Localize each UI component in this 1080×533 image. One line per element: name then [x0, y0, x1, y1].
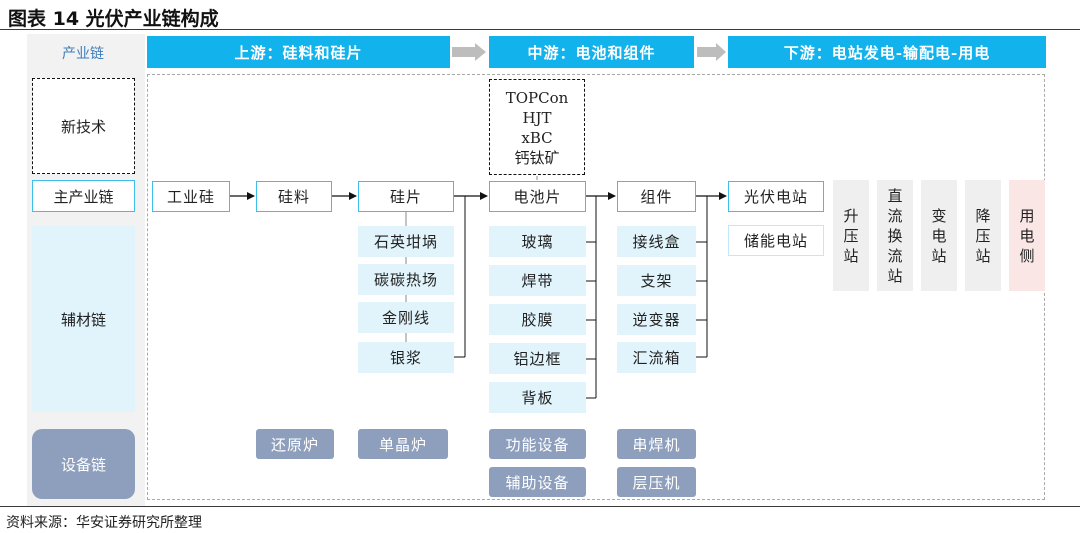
new-tech-topcon: TOPCon [505, 89, 569, 107]
aux-inverter: 逆变器 [617, 304, 696, 335]
node-wafer: 硅片 [358, 181, 454, 212]
aux-combiner-box: 汇流箱 [617, 342, 696, 373]
node-step-up-station: 升压站 [833, 180, 869, 291]
new-tech-box: TOPCon HJT xBC 钙钛矿 [489, 79, 585, 175]
aux-encapsulant: 胶膜 [489, 304, 586, 335]
node-step-down-station: 降压站 [965, 180, 1001, 291]
source-note: 资料来源：华安证券研究所整理 [6, 515, 202, 531]
new-tech-hjt: HJT [522, 109, 552, 127]
aux-ribbon: 焊带 [489, 265, 586, 296]
category-equipment-chain: 设备链 [32, 429, 135, 499]
node-cell: 电池片 [489, 181, 586, 212]
category-aux-chain: 辅材链 [32, 226, 135, 412]
top-rule [0, 29, 1080, 30]
bottom-rule [0, 506, 1080, 507]
category-header: 产业链 [62, 46, 104, 62]
node-dc-converter-station: 直流换流站 [877, 180, 913, 291]
aux-diamond-wire: 金刚线 [358, 302, 454, 333]
node-storage-station: 储能电站 [728, 225, 824, 256]
new-tech-perovskite: 钙钛矿 [514, 149, 560, 167]
aux-quartz-crucible: 石英坩埚 [358, 226, 454, 257]
equip-reduction-furnace: 还原炉 [256, 429, 334, 459]
aux-glass: 玻璃 [489, 226, 586, 257]
equip-auxiliary: 辅助设备 [489, 467, 586, 497]
node-substation: 变电站 [921, 180, 957, 291]
category-new-tech: 新技术 [32, 78, 135, 174]
aux-mounting: 支架 [617, 265, 696, 296]
node-industrial-silicon: 工业硅 [152, 181, 230, 212]
stage-midstream: 中游：电池和组件 [489, 36, 694, 68]
equip-stringer: 串焊机 [617, 429, 696, 459]
aux-carbon-thermal-field: 碳碳热场 [358, 264, 454, 295]
stage-upstream: 上游：硅料和硅片 [147, 36, 450, 68]
stage-downstream: 下游：电站发电-输配电-用电 [728, 36, 1046, 68]
new-tech-xbc: xBC [521, 129, 553, 147]
node-consumer-side: 用电侧 [1009, 180, 1045, 291]
equip-functional: 功能设备 [489, 429, 586, 459]
stage-arrow-1 [452, 43, 486, 61]
aux-backsheet: 背板 [489, 382, 586, 413]
aux-junction-box: 接线盒 [617, 226, 696, 257]
category-main-chain: 主产业链 [32, 180, 135, 212]
equip-laminator: 层压机 [617, 467, 696, 497]
node-pv-station: 光伏电站 [728, 181, 824, 212]
equip-monocrystal-furnace: 单晶炉 [358, 429, 448, 459]
aux-aluminum-frame: 铝边框 [489, 343, 586, 374]
figure-title: 图表 14 光伏产业链构成 [8, 8, 219, 30]
aux-silver-paste: 银浆 [358, 342, 454, 373]
stage-arrow-2 [697, 43, 726, 61]
node-polysilicon: 硅料 [256, 181, 332, 212]
node-module: 组件 [617, 181, 696, 212]
